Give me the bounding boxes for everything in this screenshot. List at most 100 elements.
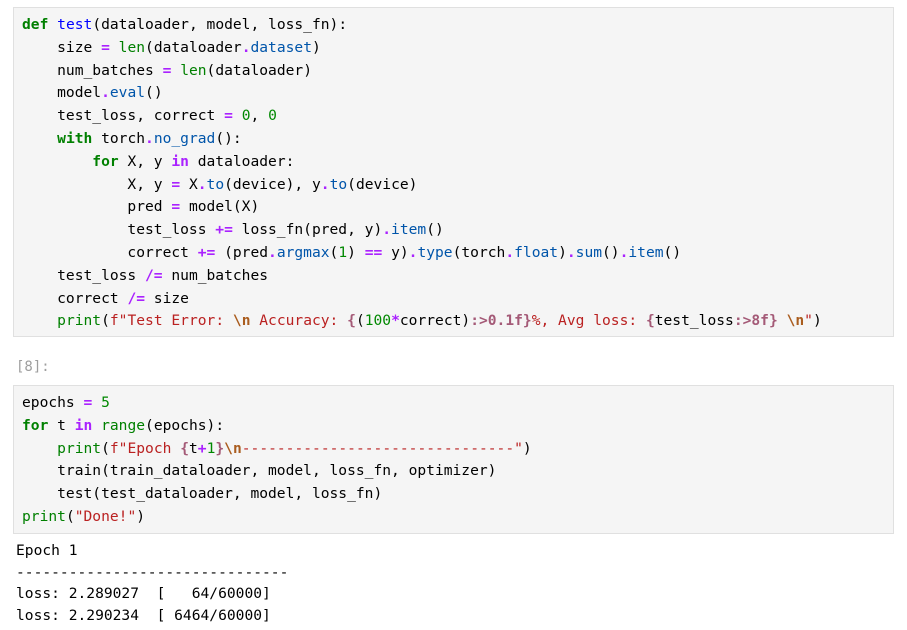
code-token: 1 bbox=[206, 439, 216, 457]
code-token: () bbox=[145, 84, 163, 102]
code-token: pred bbox=[22, 198, 172, 216]
code-token: (dataloader, model, loss_fn): bbox=[92, 16, 348, 33]
code-token: /= bbox=[145, 266, 163, 284]
code-token: { bbox=[180, 439, 189, 457]
code-token: :>8f bbox=[733, 312, 769, 330]
code-token: ( bbox=[329, 243, 339, 261]
cell1-line: test_loss, correct = 0, 0 bbox=[22, 105, 822, 128]
code-token: test_loss bbox=[22, 266, 146, 284]
code-token: (dataloader bbox=[145, 38, 242, 56]
output-line: Epoch 1 bbox=[16, 542, 78, 559]
code-token: * bbox=[391, 312, 400, 330]
code-token: \n bbox=[786, 312, 805, 330]
code-token: . bbox=[566, 243, 576, 261]
code-token: () bbox=[426, 221, 444, 239]
cell2-line: train(train_dataloader, model, loss_fn, … bbox=[22, 460, 532, 483]
code-token: + bbox=[197, 439, 207, 457]
code-token: size bbox=[22, 38, 102, 56]
code-token: { bbox=[645, 312, 655, 330]
code-token: for bbox=[22, 416, 49, 434]
code-token: , bbox=[250, 107, 269, 125]
code-token: } bbox=[522, 312, 532, 330]
cell1-line: for X, y in dataloader: bbox=[22, 151, 822, 174]
output-line: ------------------------------- bbox=[16, 563, 289, 581]
code-token: no_grad bbox=[153, 129, 216, 147]
code-token: size bbox=[145, 289, 189, 307]
code-token: correct) bbox=[399, 312, 471, 330]
code-token: . bbox=[197, 175, 207, 193]
cell2-line: test(test_dataloader, model, loss_fn) bbox=[22, 483, 532, 506]
code-token: num_batches bbox=[162, 266, 269, 284]
code-token bbox=[22, 440, 57, 457]
cell1-line: test_loss /= num_batches bbox=[22, 265, 822, 288]
code-token: (epochs): bbox=[145, 416, 225, 434]
code-token: = bbox=[224, 107, 233, 125]
code-token: model(X) bbox=[180, 198, 260, 216]
cell1-line: test_loss += loss_fn(pred, y).item() bbox=[22, 219, 822, 242]
code-token: . bbox=[101, 84, 110, 102]
code-token: test_loss, correct bbox=[22, 107, 225, 125]
code-token: (device), y bbox=[224, 175, 321, 193]
code-token: f"Test Error: bbox=[109, 312, 233, 330]
code-token: 0 bbox=[241, 107, 251, 125]
code-token: ) bbox=[136, 507, 146, 525]
code-token: ( bbox=[65, 507, 75, 525]
code-token bbox=[92, 394, 101, 411]
code-token bbox=[22, 130, 57, 147]
code-token: print bbox=[22, 507, 66, 525]
code-token: (): bbox=[215, 129, 242, 147]
code-token bbox=[233, 107, 242, 124]
code-token: eval bbox=[109, 84, 146, 102]
code-token: in bbox=[171, 152, 189, 170]
code-token: test bbox=[57, 16, 93, 33]
code-token: . bbox=[268, 243, 277, 261]
code-token: ) bbox=[558, 243, 567, 261]
code-token: ) bbox=[522, 439, 532, 457]
code-token bbox=[171, 62, 180, 79]
code-token: == bbox=[364, 243, 383, 261]
code-token: 5 bbox=[101, 394, 110, 411]
code-token: -------------------------------" bbox=[241, 439, 523, 457]
code-token: . bbox=[619, 243, 629, 261]
code-token: item bbox=[628, 243, 664, 261]
code-token: test_loss bbox=[654, 312, 734, 330]
code-token: in bbox=[74, 416, 93, 434]
cell1-line: model.eval() bbox=[22, 82, 822, 105]
cell-output: Epoch 1 ------------------------------- lo… bbox=[16, 540, 288, 626]
code-token: dataset bbox=[250, 38, 312, 56]
code-token: () bbox=[602, 243, 620, 261]
cell2-line: for t in range(epochs): bbox=[22, 415, 532, 438]
code-cell-test-function[interactable]: def test(dataloader, model, loss_fn): si… bbox=[13, 7, 894, 337]
code-token: with bbox=[57, 129, 93, 147]
code-token: print bbox=[57, 312, 102, 330]
cell1-line: correct += (pred.argmax(1) == y).type(to… bbox=[22, 242, 822, 265]
code-token: model bbox=[22, 84, 102, 102]
code-token: . bbox=[408, 243, 418, 261]
code-editor-test-function[interactable]: def test(dataloader, model, loss_fn): si… bbox=[22, 14, 822, 333]
code-token: = bbox=[171, 198, 181, 216]
code-token: X bbox=[180, 175, 198, 193]
code-token: 1 bbox=[338, 243, 348, 261]
code-token: . bbox=[382, 221, 392, 239]
code-token: += bbox=[197, 243, 216, 261]
code-token: f"Epoch bbox=[109, 439, 181, 457]
code-token: \n bbox=[224, 439, 242, 457]
execution-count-prompt: [8]: bbox=[16, 359, 50, 375]
code-token: type bbox=[417, 243, 453, 261]
cell1-line: pred = model(X) bbox=[22, 196, 822, 219]
code-token bbox=[48, 16, 57, 33]
code-token: . bbox=[145, 129, 154, 147]
code-token: += bbox=[215, 221, 233, 239]
code-token: correct bbox=[22, 243, 198, 261]
code-token: () bbox=[663, 243, 682, 261]
cell2-line: epochs = 5 bbox=[22, 392, 532, 415]
code-token: (torch bbox=[452, 243, 506, 261]
code-token bbox=[22, 312, 57, 329]
code-token: ) bbox=[812, 312, 822, 330]
output-line: loss: 2.289027 [ 64/60000] bbox=[16, 585, 271, 603]
code-token: "Done!" bbox=[74, 507, 137, 525]
code-token: item bbox=[391, 221, 427, 239]
